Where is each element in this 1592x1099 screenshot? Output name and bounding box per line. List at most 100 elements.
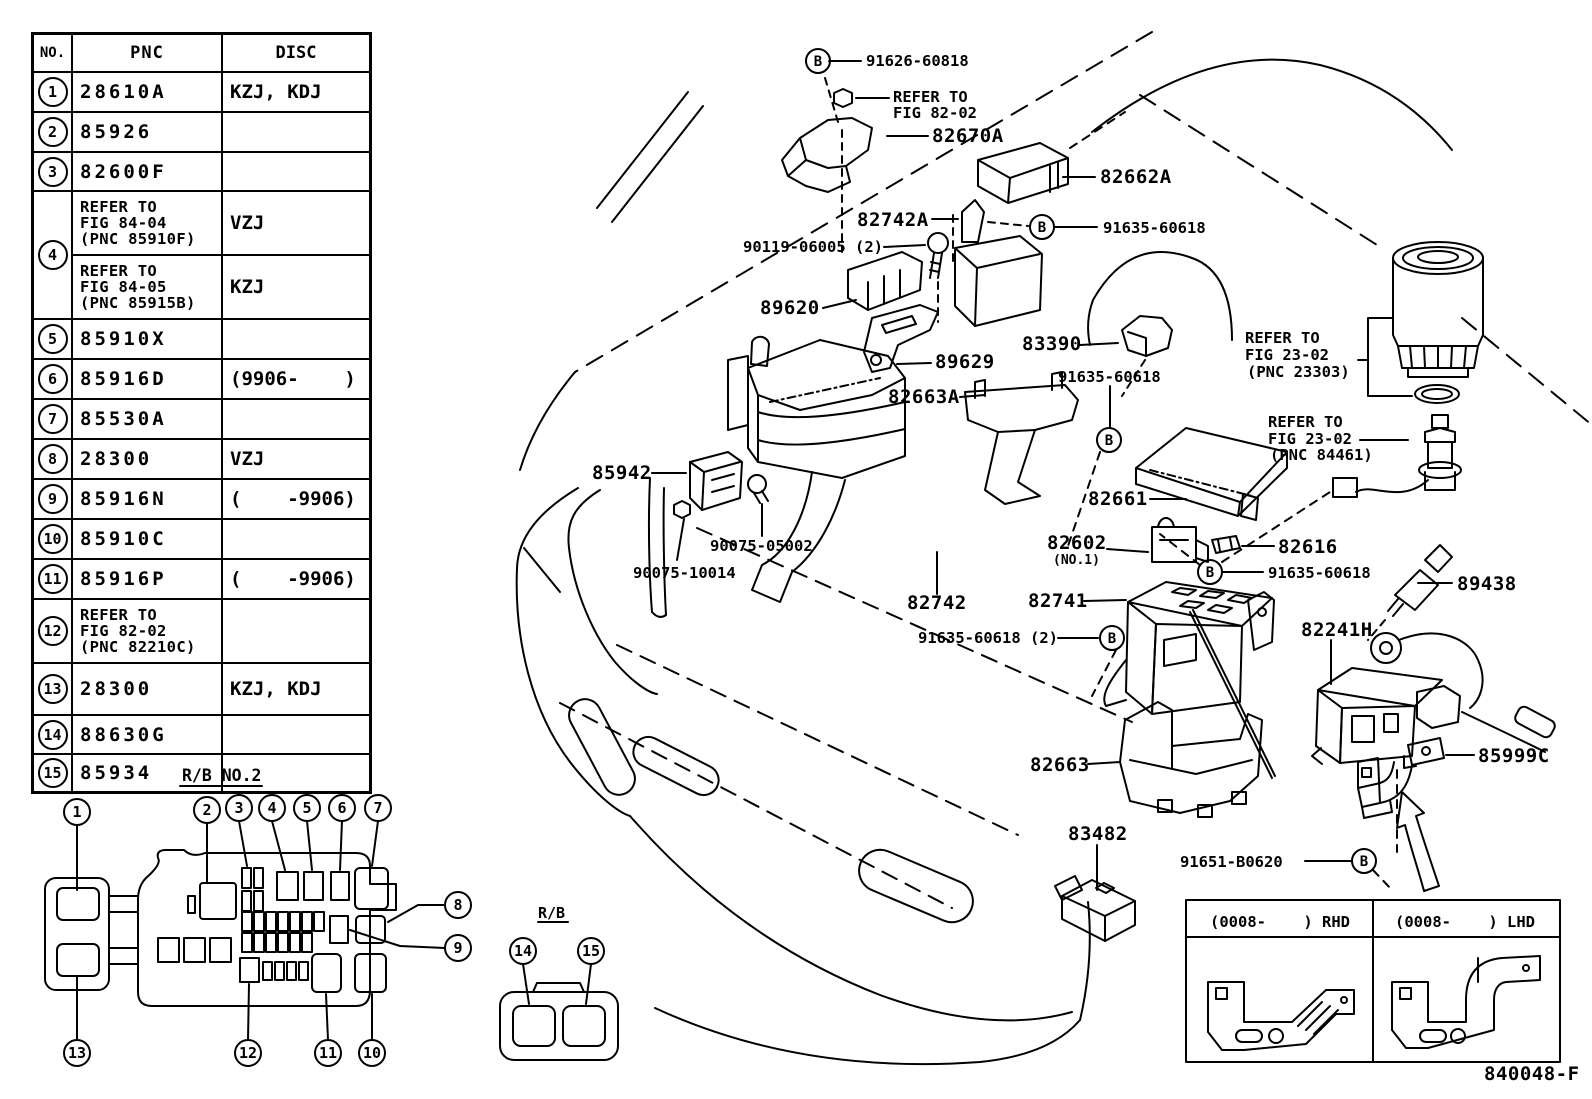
pnc-cell: REFER TO FIG 82-02 (PNC 82210C): [73, 600, 223, 662]
part-82661-lid: [1135, 427, 1288, 521]
pnc-cell: 85916N: [73, 480, 223, 518]
table-row: 1 28610A KZJ, KDJ: [34, 73, 369, 113]
part-84461-plug: [1332, 414, 1462, 498]
pointer-arrow-icon: [1396, 791, 1440, 892]
row-number-badge: 4: [37, 240, 68, 270]
disc-cell: KZJ, KDJ: [230, 678, 322, 700]
inset-variant-table: [1185, 899, 1561, 1063]
label-91626-60818: 91626-60818: [866, 52, 969, 70]
pnc-cell: 88630G: [73, 716, 223, 753]
table-row: 13 28300 KZJ, KDJ: [34, 664, 369, 716]
pnc-cell: 85934: [73, 755, 223, 791]
part-83482: [1054, 875, 1136, 942]
row-number-badge: 6: [37, 364, 68, 394]
ring-terminal-icon: [1370, 632, 1556, 753]
callout-b-circles: [805, 48, 1377, 874]
row-number-badge: 9: [37, 484, 68, 514]
disc-cell: VZJ: [230, 212, 265, 234]
label-82662a: 82662A: [1100, 166, 1172, 188]
callout-11: 11: [319, 1044, 337, 1062]
row-number-badge: 13: [37, 674, 68, 704]
label-91635-60618-mid: 91635-60618: [1058, 368, 1161, 386]
label-refer-2303-line3: (PNC 23303): [1247, 363, 1350, 381]
table-row: 2 85926: [34, 113, 369, 153]
pnc-cell: 28610A: [73, 73, 223, 111]
callout-2: 2: [202, 801, 211, 819]
inset-lhd-label: (0008- ) LHD: [1395, 913, 1535, 931]
table-row: 8 28300 VZJ: [34, 440, 369, 480]
rhd-bracket: [1207, 981, 1355, 1051]
label-refer-84461-line1: REFER TO: [1268, 413, 1343, 431]
pnc-cell: 85530A: [73, 400, 223, 438]
pnc-cell: 82600F: [73, 153, 223, 190]
label-89620: 89620: [760, 297, 820, 319]
pnc-cell: 85916P: [73, 560, 223, 598]
screw-icon: [747, 474, 767, 494]
row-number-badge: 14: [37, 719, 68, 750]
disc-cell: KZJ, KDJ: [230, 81, 322, 103]
label-82670a: 82670A: [932, 125, 1004, 147]
nut-icon: [673, 500, 691, 519]
row-number-badge: 8: [37, 444, 68, 474]
label-refer-2303-line2: FIG 23-02: [1245, 346, 1329, 364]
label-82661: 82661: [1088, 488, 1148, 510]
disc-cell: (9906- ): [230, 368, 356, 390]
callout-1: 1: [72, 803, 81, 821]
pnc-cell: REFER TO FIG 84-04 (PNC 85910F): [73, 192, 223, 254]
table-header-row: NO. PNC DISC: [34, 35, 369, 73]
table-row: 10 85910C: [34, 520, 369, 560]
part-82670a: [781, 77, 873, 253]
callout-b: B: [1105, 433, 1113, 449]
lhd-bracket: [1391, 955, 1541, 1049]
diagram-labels: 91626-60818 REFER TO FIG 82-02 82670A 82…: [68, 52, 1580, 1085]
row-number-badge: 11: [37, 564, 68, 594]
part-83390: [1121, 315, 1173, 397]
figure-code: 840048-F: [1484, 1063, 1580, 1085]
disc-cell: ( -9906): [230, 568, 356, 590]
row-number-badge: 3: [37, 156, 68, 187]
rb-box: [499, 921, 619, 1061]
o-ring-icon: [1414, 384, 1460, 404]
table-row: 11 85916P ( -9906): [34, 560, 369, 600]
fusebox-rb-no2: [44, 785, 472, 1067]
callout-15: 15: [582, 942, 600, 960]
part-main-relay-box: [727, 335, 906, 603]
label-90119-06005: 90119-06005 (2): [743, 238, 883, 256]
label-82742a: 82742A: [857, 209, 929, 231]
callout-b: B: [1360, 854, 1368, 870]
rb-box-title: R/B: [538, 904, 565, 922]
label-91635-60618-right: 91635-60618: [1268, 564, 1371, 582]
part-85999c: [1357, 737, 1445, 892]
pnc-cell: 28300: [73, 664, 223, 714]
table-row: 9 85916N ( -9906): [34, 480, 369, 520]
label-82241h: 82241H: [1301, 619, 1373, 641]
part-89620: [847, 214, 954, 323]
disc-cell: KZJ: [230, 276, 265, 298]
label-82741: 82741: [1028, 590, 1088, 612]
label-refer-8202-line1: REFER TO: [893, 88, 968, 106]
part-82741-fusebox: [1103, 581, 1276, 779]
label-91651-b0620: 91651-B0620: [1180, 853, 1283, 871]
callout-4: 4: [267, 799, 276, 817]
callout-9: 9: [453, 939, 462, 957]
pnc-cell: 85926: [73, 113, 223, 151]
pnc-cell: 28300: [73, 440, 223, 478]
callout-10: 10: [363, 1044, 381, 1062]
table-row: 3 82600F: [34, 153, 369, 192]
callout-6: 6: [337, 799, 346, 817]
callout-b: B: [1108, 631, 1116, 647]
callout-7: 7: [373, 799, 382, 817]
label-91635-60618-top: 91635-60618: [1103, 219, 1206, 237]
table-row: 14 88630G: [34, 716, 369, 755]
callout-b: B: [1206, 565, 1214, 581]
label-refer-2303-line1: REFER TO: [1245, 329, 1320, 347]
callout-dashes: [1067, 451, 1393, 891]
disc-cell: ( -9906): [230, 488, 356, 510]
nut-icon: [833, 88, 853, 108]
pnc-cell: REFER TO FIG 84-05 (PNC 85915B): [73, 256, 223, 318]
pnc-cell: 85910X: [73, 320, 223, 358]
table-row: 5 85910X: [34, 320, 369, 360]
header-disc: DISC: [275, 43, 317, 63]
